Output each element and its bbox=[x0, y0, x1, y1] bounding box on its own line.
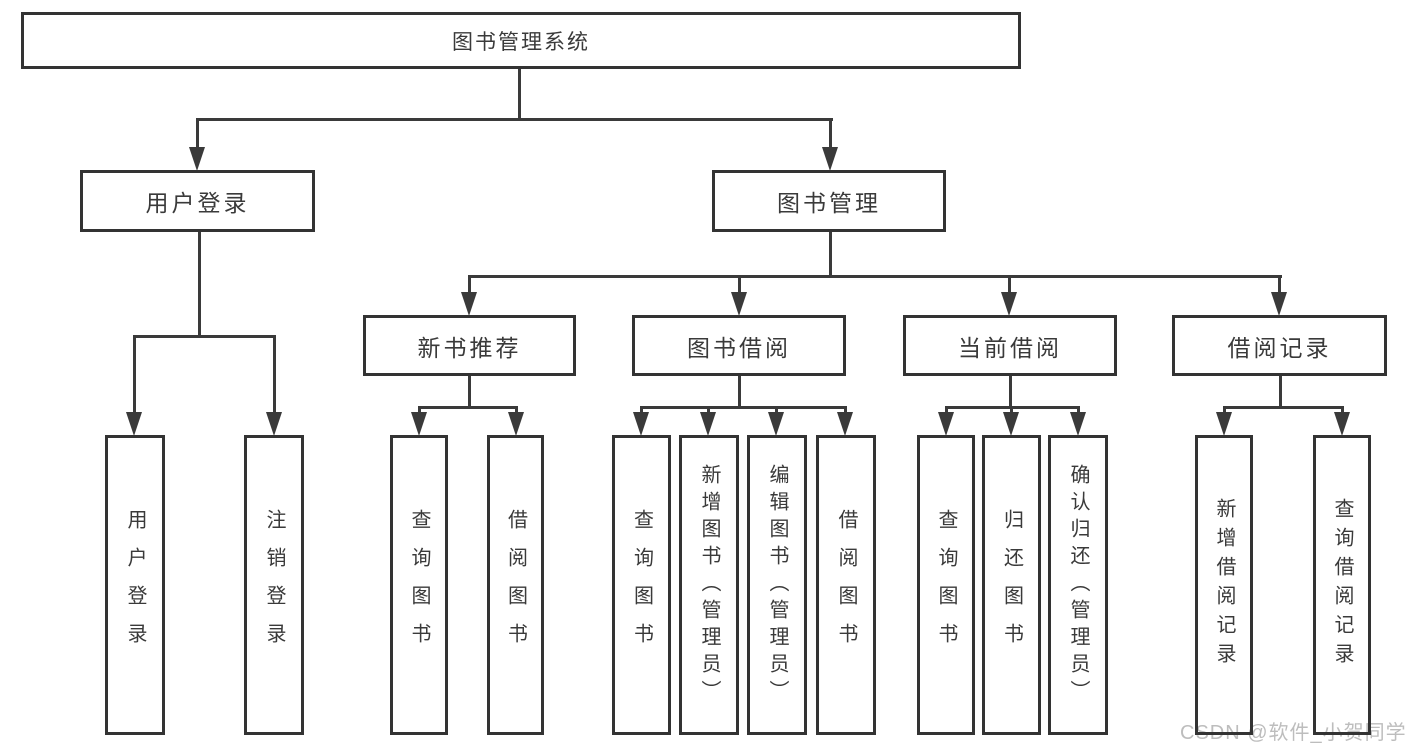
arrow-down-icon bbox=[633, 412, 649, 436]
leaf-bb-query-books-label: 查询图书 bbox=[630, 509, 653, 661]
node-borrow-records-label: 借阅记录 bbox=[1227, 334, 1332, 361]
arrow-down-icon bbox=[1216, 412, 1232, 436]
leaf-rec-borrow-books: 借阅图书 bbox=[487, 435, 544, 735]
leaf-cb-confirm-return-admin: 确认归还（管理员） bbox=[1048, 435, 1108, 735]
arrow-down-icon bbox=[1070, 412, 1086, 436]
arrow-down-icon bbox=[1001, 292, 1017, 316]
node-borrow-records: 借阅记录 bbox=[1172, 315, 1387, 376]
leaf-bb-borrow-books: 借阅图书 bbox=[816, 435, 876, 735]
leaf-bb-add-books-admin-label: 新增图书（管理员） bbox=[698, 463, 720, 707]
arrow-down-icon bbox=[1003, 412, 1019, 436]
node-library-system-label: 图书管理系统 bbox=[452, 30, 590, 54]
arrow-down-icon bbox=[1334, 412, 1350, 436]
node-book-management-label: 图书管理 bbox=[777, 190, 881, 216]
leaf-cb-confirm-return-admin-label: 确认归还（管理员） bbox=[1067, 463, 1089, 707]
arrow-down-icon bbox=[126, 412, 142, 436]
node-book-management: 图书管理 bbox=[712, 170, 946, 232]
arrow-down-icon bbox=[1271, 292, 1287, 316]
node-user-login: 用户登录 bbox=[80, 170, 315, 232]
arrow-down-icon bbox=[837, 412, 853, 436]
node-user-login-label: 用户登录 bbox=[145, 190, 250, 216]
node-library-system: 图书管理系统 bbox=[21, 12, 1021, 69]
arrow-down-icon bbox=[461, 292, 477, 316]
arrow-down-icon bbox=[768, 412, 784, 436]
leaf-logout: 注销登录 bbox=[244, 435, 304, 735]
node-current-borrowing: 当前借阅 bbox=[903, 315, 1117, 376]
arrow-down-icon bbox=[266, 412, 282, 436]
node-book-borrowing: 图书借阅 bbox=[632, 315, 846, 376]
leaf-rec-query-books: 查询图书 bbox=[390, 435, 448, 735]
node-new-book-recommend-label: 新书推荐 bbox=[417, 334, 522, 361]
arrow-down-icon bbox=[411, 412, 427, 436]
leaf-bb-add-books-admin: 新增图书（管理员） bbox=[679, 435, 739, 735]
leaf-bb-query-books: 查询图书 bbox=[612, 435, 671, 735]
leaf-bb-edit-books-admin: 编辑图书（管理员） bbox=[747, 435, 807, 735]
node-new-book-recommend: 新书推荐 bbox=[363, 315, 576, 376]
leaf-user-login-label: 用户登录 bbox=[124, 509, 146, 661]
arrow-down-icon bbox=[700, 412, 716, 436]
arrow-down-icon bbox=[731, 292, 747, 316]
leaf-logout-label: 注销登录 bbox=[263, 509, 285, 661]
csdn-watermark: CSDN @软件_小贺同学 bbox=[1180, 722, 1405, 744]
arrow-down-icon bbox=[189, 147, 205, 171]
node-book-borrowing-label: 图书借阅 bbox=[687, 334, 791, 361]
leaf-cb-query-books: 查询图书 bbox=[917, 435, 975, 735]
leaf-bb-edit-books-admin-label: 编辑图书（管理员） bbox=[766, 463, 788, 707]
arrow-down-icon bbox=[508, 412, 524, 436]
leaf-cb-query-books-label: 查询图书 bbox=[935, 509, 957, 661]
leaf-cb-return-books-label: 归还图书 bbox=[1000, 509, 1023, 661]
leaf-user-login: 用户登录 bbox=[105, 435, 165, 735]
leaf-cb-return-books: 归还图书 bbox=[982, 435, 1041, 735]
leaf-br-add-record: 新增借阅记录 bbox=[1195, 435, 1253, 735]
leaf-rec-borrow-books-label: 借阅图书 bbox=[504, 509, 527, 661]
leaf-rec-query-books-label: 查询图书 bbox=[408, 509, 430, 661]
arrow-down-icon bbox=[822, 147, 838, 171]
arrow-down-icon bbox=[938, 412, 954, 436]
leaf-br-query-record-label: 查询借阅记录 bbox=[1331, 498, 1353, 672]
leaf-bb-borrow-books-label: 借阅图书 bbox=[835, 509, 857, 661]
node-current-borrowing-label: 当前借阅 bbox=[958, 334, 1062, 361]
leaf-br-add-record-label: 新增借阅记录 bbox=[1213, 498, 1235, 672]
leaf-br-query-record: 查询借阅记录 bbox=[1313, 435, 1371, 735]
